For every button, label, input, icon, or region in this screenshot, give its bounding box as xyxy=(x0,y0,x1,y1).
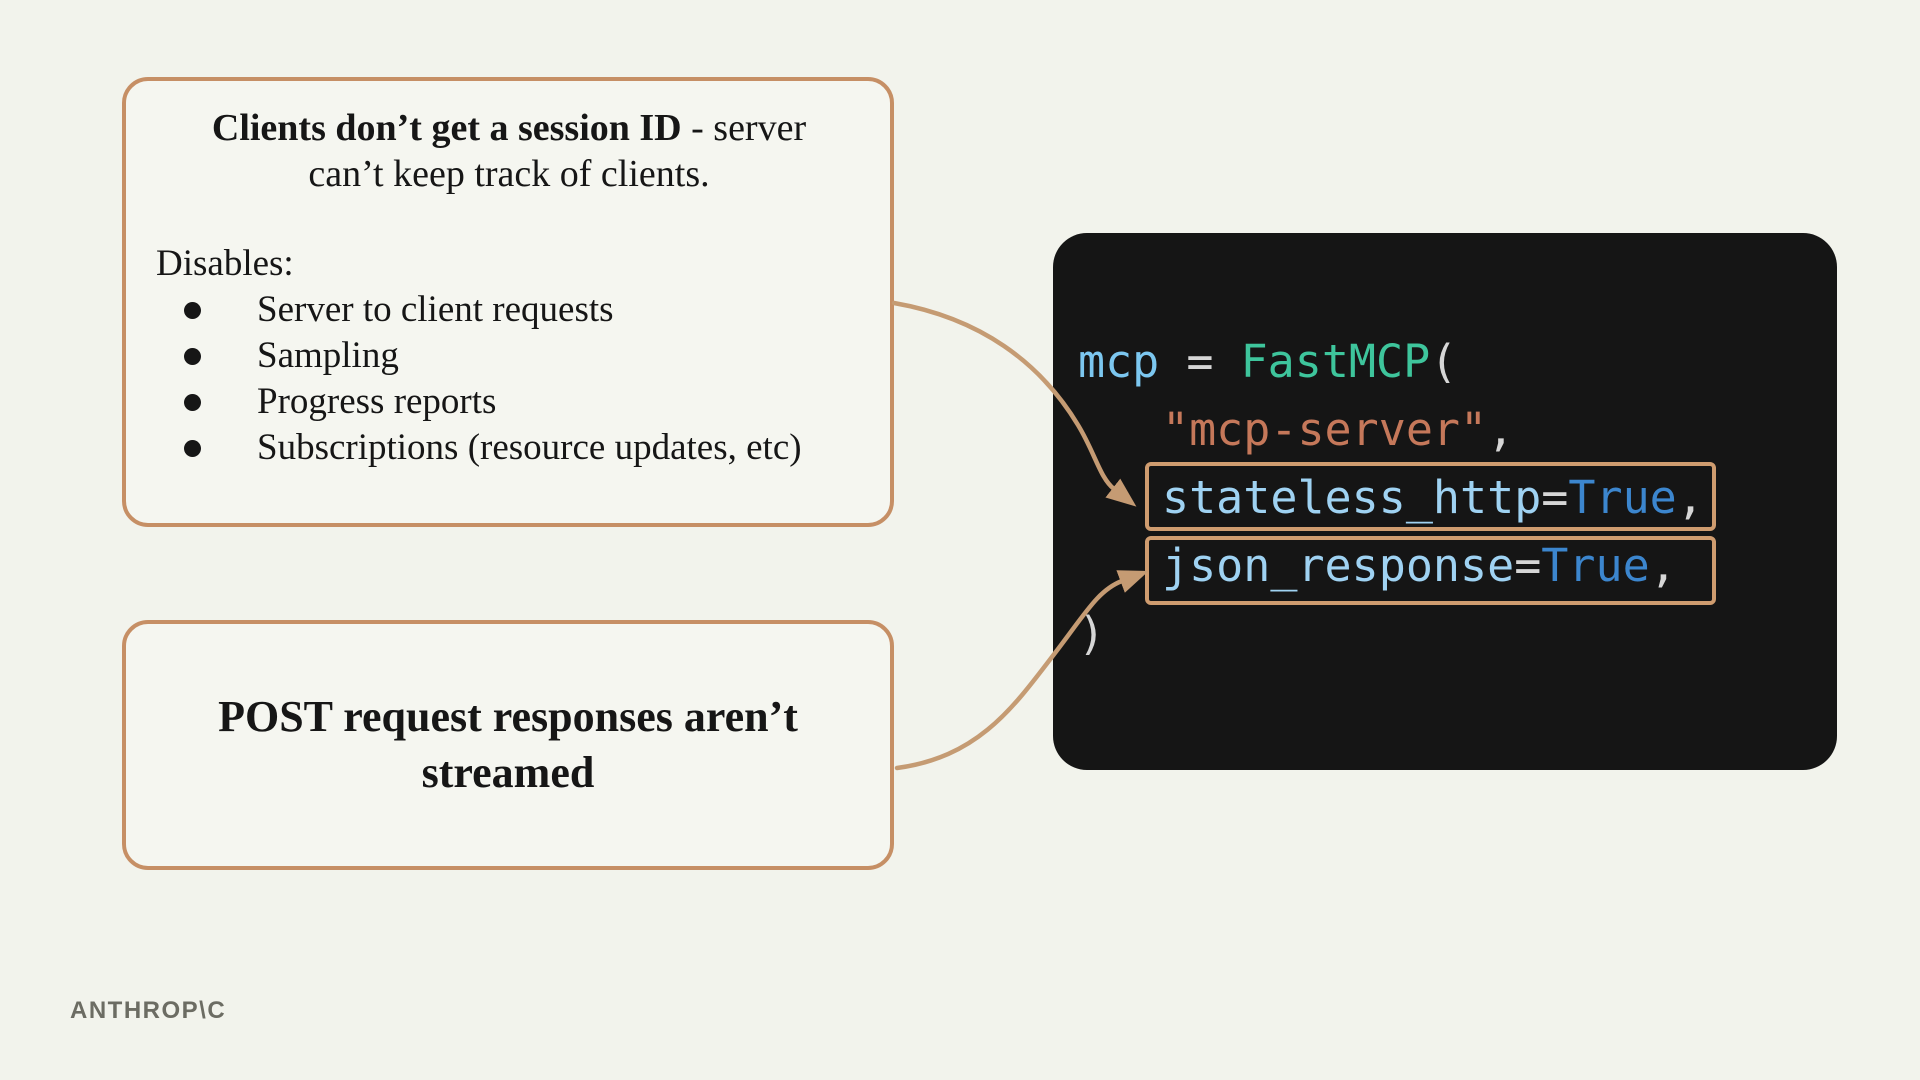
code-token-code_punctuation: , xyxy=(1649,539,1677,592)
code-token-code_boolean: True xyxy=(1541,539,1650,592)
code-token-code_punctuation: , xyxy=(1676,471,1704,524)
code-token-code_string: "mcp-server" xyxy=(1162,403,1488,456)
disables-item-text: Server to client requests xyxy=(257,289,614,330)
code-token-code_punctuation: ( xyxy=(1430,335,1458,388)
session-heading-line1: Clients don’t get a session ID - server xyxy=(156,105,862,151)
disables-item-text: Progress reports xyxy=(257,381,497,422)
code-line: ) xyxy=(1078,600,1704,668)
post-note-line2: streamed xyxy=(421,748,595,797)
code-token-code_parameter: stateless_http xyxy=(1162,471,1542,524)
anthropic-logo: ANTHROP\C xyxy=(70,997,227,1024)
code-token-code_variable: mcp xyxy=(1078,335,1160,388)
disables-label: Disables: xyxy=(156,243,294,284)
disables-item: Subscriptions (resource updates, etc) xyxy=(156,425,862,471)
code-panel: mcp = FastMCP("mcp-server",stateless_htt… xyxy=(1053,233,1837,770)
session-heading-tail: - server xyxy=(681,107,807,149)
disables-item-text: Sampling xyxy=(257,335,399,376)
note-post-box: POST request responses aren’t streamed xyxy=(122,620,894,870)
disables-item-text: Subscriptions (resource updates, etc) xyxy=(257,427,802,468)
disables-item: Server to client requests xyxy=(156,287,862,333)
code-token-code_punctuation: ) xyxy=(1078,607,1106,660)
code-token-code_punctuation: = xyxy=(1541,471,1569,524)
code-token-code_parameter: json_response xyxy=(1162,539,1515,592)
session-heading-line2: can’t keep track of clients. xyxy=(308,153,710,195)
code-token-code_punctuation: = xyxy=(1159,335,1241,388)
code-token-code_punctuation: = xyxy=(1514,539,1542,592)
bullet-icon xyxy=(184,440,201,457)
bullet-icon xyxy=(184,394,201,411)
session-heading-bold: Clients don’t get a session ID xyxy=(211,107,682,149)
code-line: "mcp-server", xyxy=(1078,396,1704,464)
code-token-code_boolean: True xyxy=(1568,471,1677,524)
code-token-code_function: FastMCP xyxy=(1240,335,1431,388)
disables-item: Sampling xyxy=(156,333,862,379)
bullet-icon xyxy=(184,302,201,319)
post-note-line1: POST request responses aren’t xyxy=(218,692,798,741)
code-line: mcp = FastMCP( xyxy=(1078,328,1704,396)
code-token-code_punctuation: , xyxy=(1487,403,1515,456)
disables-item: Progress reports xyxy=(156,379,862,425)
code-line: json_response=True, xyxy=(1078,532,1704,600)
note-session-box: Clients don’t get a session ID - server … xyxy=(122,77,894,527)
code-block: mcp = FastMCP("mcp-server",stateless_htt… xyxy=(1078,328,1704,668)
bullet-icon xyxy=(184,348,201,365)
code-line: stateless_http=True, xyxy=(1078,464,1704,532)
